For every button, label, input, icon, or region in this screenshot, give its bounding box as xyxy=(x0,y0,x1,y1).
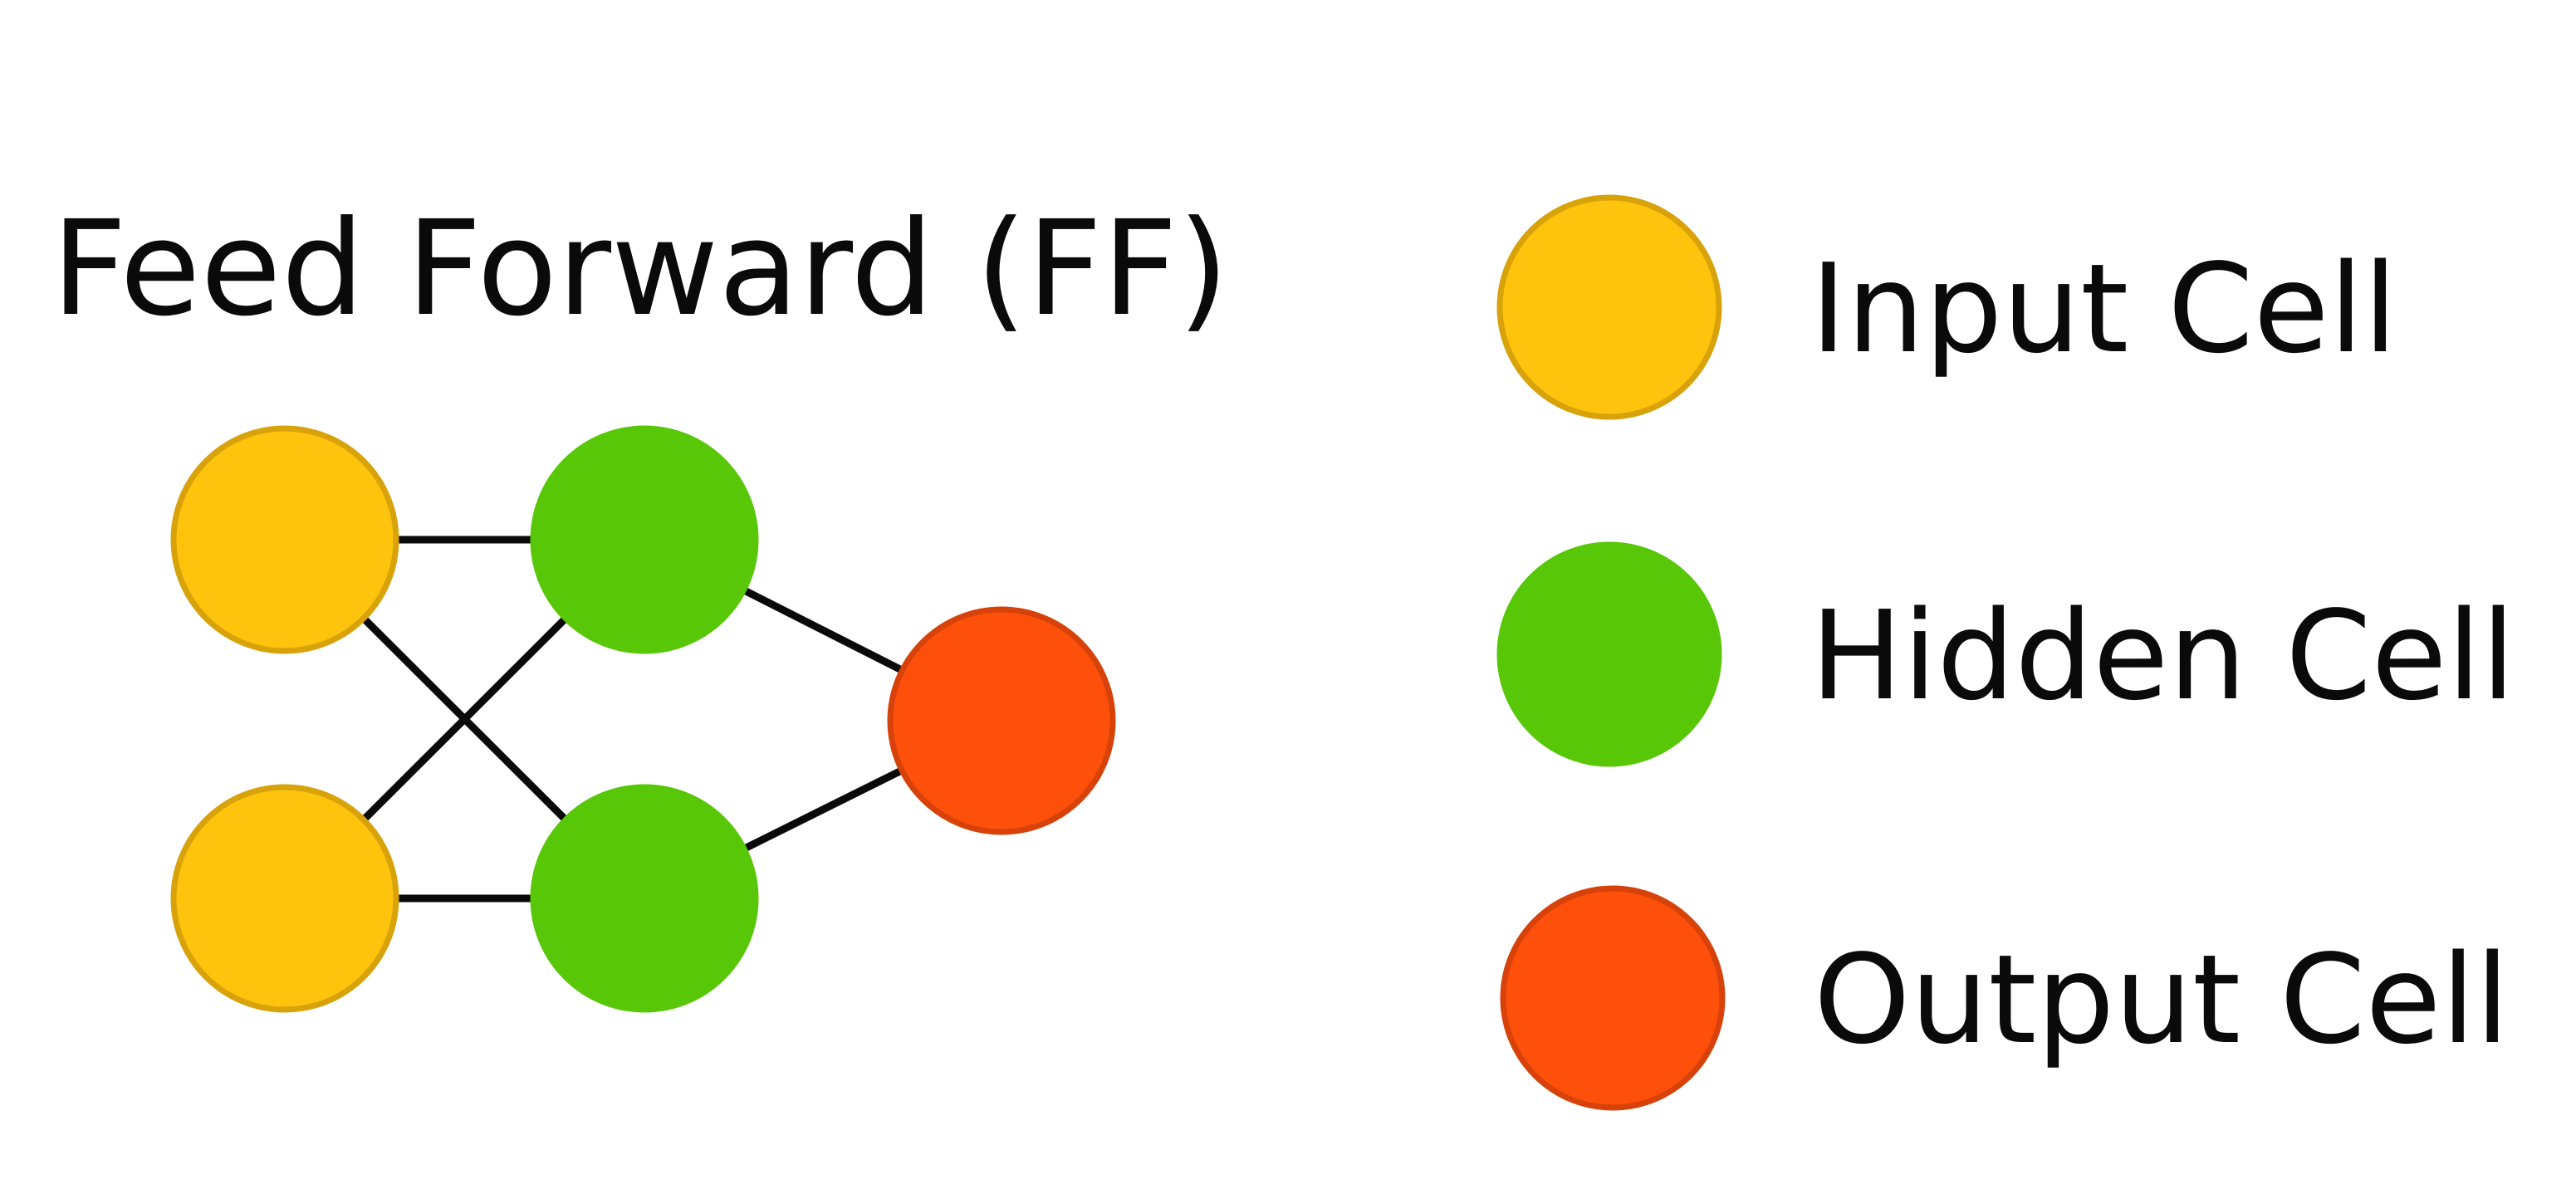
legend-item-hidden: Hidden Cell xyxy=(1496,541,2515,767)
legend-label-input: Input Cell xyxy=(1810,237,2397,380)
diagram-title: Feed Forward (FF) xyxy=(51,193,1229,345)
legend-swatch-input xyxy=(1496,194,1722,420)
legend-swatch-hidden xyxy=(1496,541,1722,767)
legend: Input Cell Hidden Cell Output Cell xyxy=(1496,194,2515,1111)
node-hidden-h2 xyxy=(530,784,759,1013)
node-hidden-h1 xyxy=(530,425,759,654)
legend-label-hidden: Hidden Cell xyxy=(1810,585,2515,727)
node-output-o1 xyxy=(887,606,1116,835)
node-input-i1 xyxy=(170,425,399,654)
node-input-i2 xyxy=(170,784,399,1013)
network-nodes xyxy=(170,425,1116,1013)
legend-item-output: Output Cell xyxy=(1500,885,2510,1111)
legend-label-output: Output Cell xyxy=(1814,928,2510,1071)
legend-swatch-output xyxy=(1500,885,1726,1111)
legend-item-input: Input Cell xyxy=(1496,194,2397,420)
